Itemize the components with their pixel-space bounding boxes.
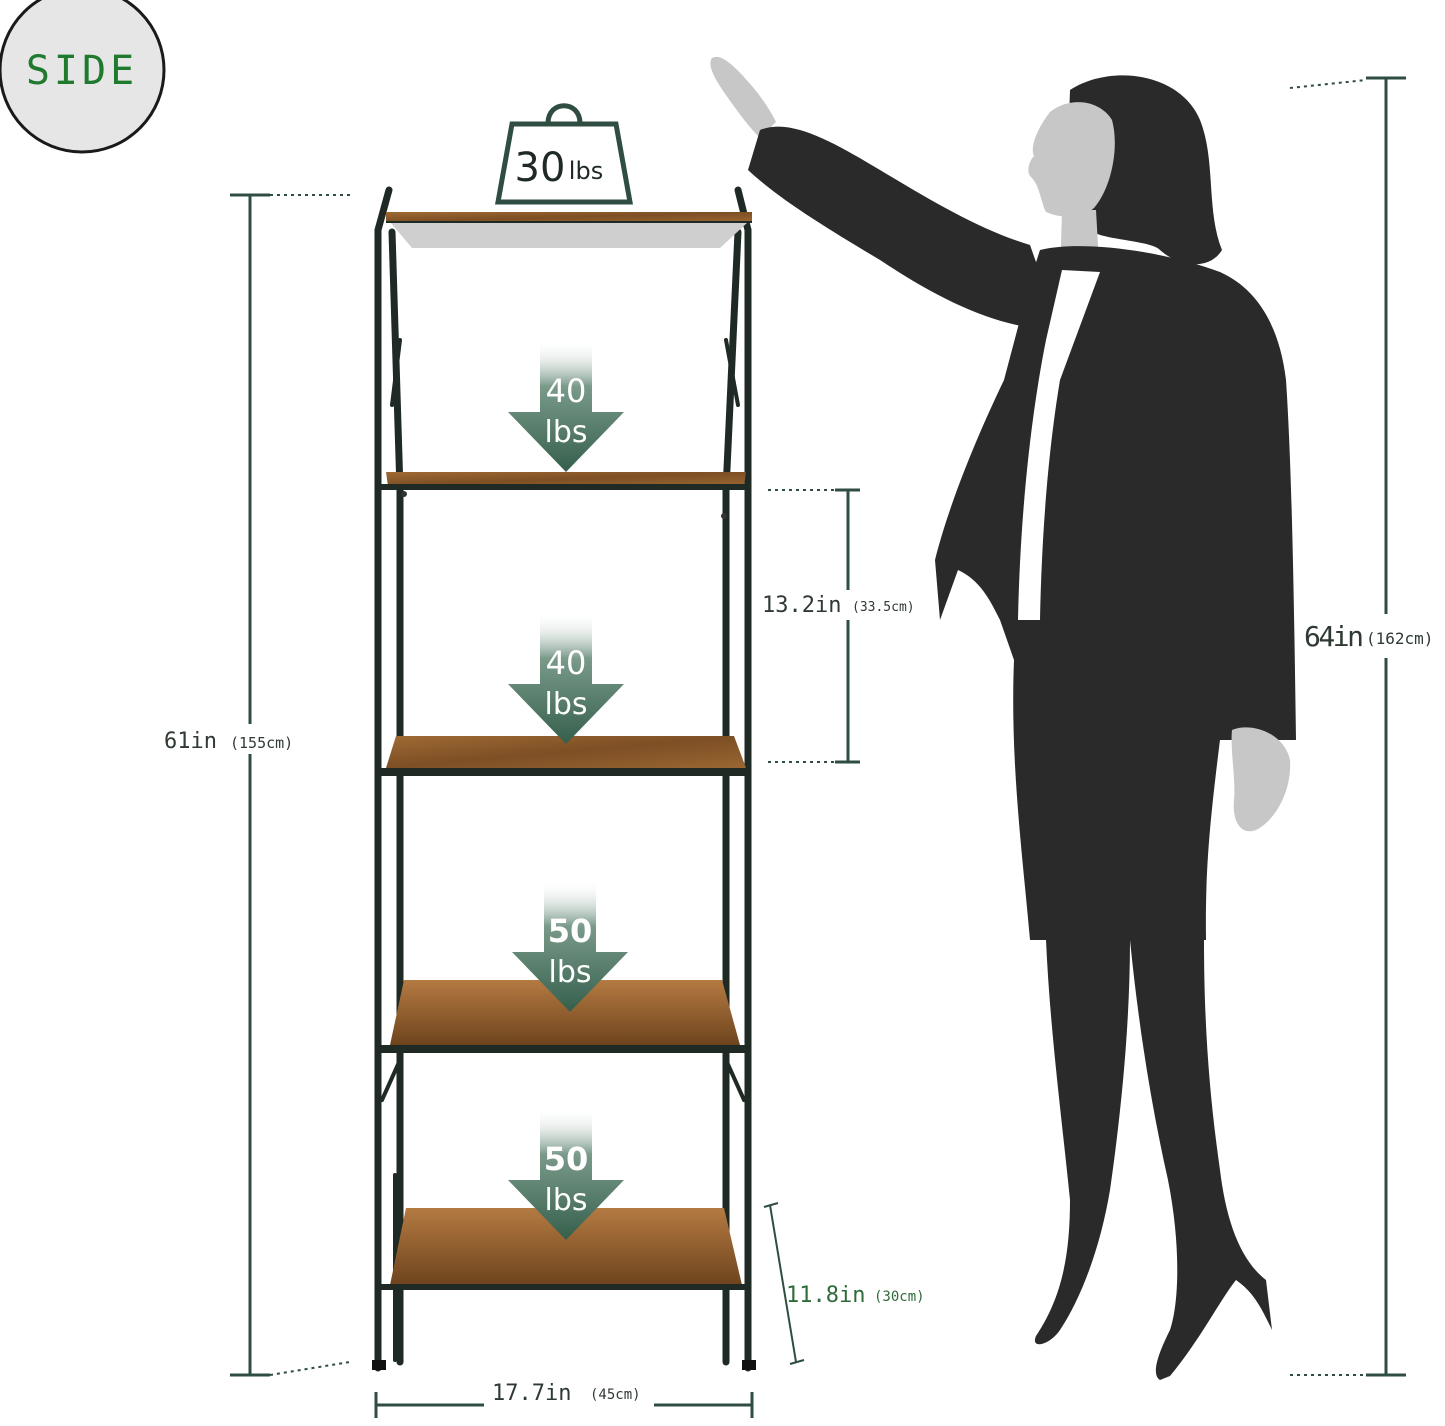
person-height-value: 64in [1304, 620, 1364, 653]
spacing-metric: (33.5cm) [852, 600, 915, 615]
badge-circle [0, 0, 166, 154]
load-arrow-value: 50 [544, 1140, 589, 1178]
load-arrow-unit: lbs [544, 415, 587, 450]
rear-right-post-upper [722, 228, 742, 494]
spacing-value: 13.2in [762, 593, 841, 618]
load-arrow-3: 50 lbs [512, 880, 628, 1012]
load-arrow-2: 40 lbs [508, 612, 624, 744]
brace [724, 1058, 746, 1102]
side-badge: SIDE [0, 0, 166, 154]
load-arrow-4: 50 lbs [508, 1108, 624, 1240]
foot [372, 1360, 386, 1370]
load-arrows: 40 lbs 40 lbs 50 lbs 50 lbs [508, 340, 628, 1240]
person-height-metric: (162cm) [1366, 629, 1433, 648]
height-label: 61in (155cm) [164, 729, 293, 754]
load-arrow-unit: lbs [544, 687, 587, 722]
front-left-post-top [374, 186, 393, 234]
down-arrow-icon [512, 880, 628, 1012]
width-value: 17.7in [492, 1381, 571, 1406]
load-arrow-value: 40 [546, 644, 587, 682]
lowered-hand [1231, 727, 1291, 832]
down-arrow-icon [508, 612, 624, 744]
down-arrow-icon [508, 340, 624, 472]
brace [390, 338, 402, 407]
depth-dimension-line [769, 1204, 797, 1363]
load-arrow-1: 40 lbs [508, 340, 624, 472]
width-label: 17.7in (45cm) [492, 1381, 641, 1406]
shelf-2 [380, 472, 748, 519]
load-arrow-unit: lbs [544, 1183, 587, 1218]
load-arrow-unit: lbs [548, 955, 591, 990]
right-leg [1130, 940, 1272, 1380]
brace [380, 1058, 402, 1102]
depth-value: 11.8in [786, 1283, 865, 1308]
spacing-label: 13.2in (33.5cm) [762, 593, 915, 618]
down-arrow-icon [508, 1108, 624, 1240]
top-weight-value: 30 [515, 145, 566, 191]
depth-label: 11.8in (30cm) [786, 1283, 925, 1308]
shelf-5 [380, 1208, 748, 1290]
brace [724, 338, 740, 407]
width-metric: (45cm) [590, 1387, 641, 1403]
shelf-top [386, 212, 752, 248]
height-metric: (155cm) [230, 734, 293, 752]
shelf-unit [372, 186, 756, 1372]
person-silhouette [710, 56, 1296, 1380]
raised-hand [710, 56, 776, 138]
height-value: 61in [164, 729, 217, 754]
shelf-4 [380, 980, 748, 1053]
jacket [935, 246, 1296, 940]
top-weight-unit: lbs [569, 157, 603, 185]
left-leg [1034, 940, 1130, 1345]
foot [742, 1360, 756, 1370]
load-arrow-value: 50 [548, 912, 593, 950]
face [1028, 102, 1115, 217]
shirt-collar [1018, 270, 1100, 620]
raised-arm [748, 126, 1060, 331]
load-arrow-value: 40 [546, 372, 587, 410]
person-height-label: 64in (162cm) [1304, 620, 1433, 653]
badge-label: SIDE [26, 48, 138, 94]
shelf-3 [380, 736, 748, 776]
weight-icon-top: 30 lbs [495, 103, 633, 205]
weight-icon [495, 121, 633, 205]
depth-metric: (30cm) [874, 1289, 925, 1305]
